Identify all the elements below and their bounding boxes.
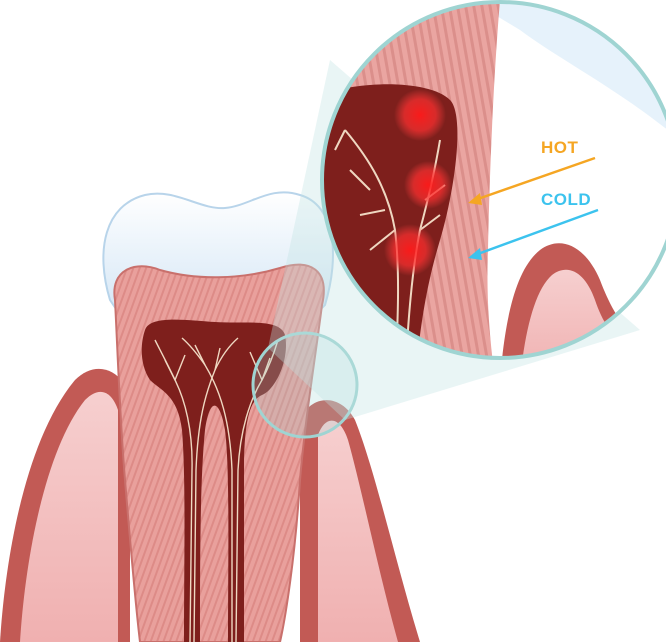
gum-left (0, 369, 130, 642)
inflammation-spot (404, 161, 452, 209)
inflammation-spot (384, 224, 436, 276)
inflammation-spot (394, 89, 446, 141)
hot-label: HOT (541, 138, 579, 157)
cold-label: COLD (541, 190, 591, 209)
